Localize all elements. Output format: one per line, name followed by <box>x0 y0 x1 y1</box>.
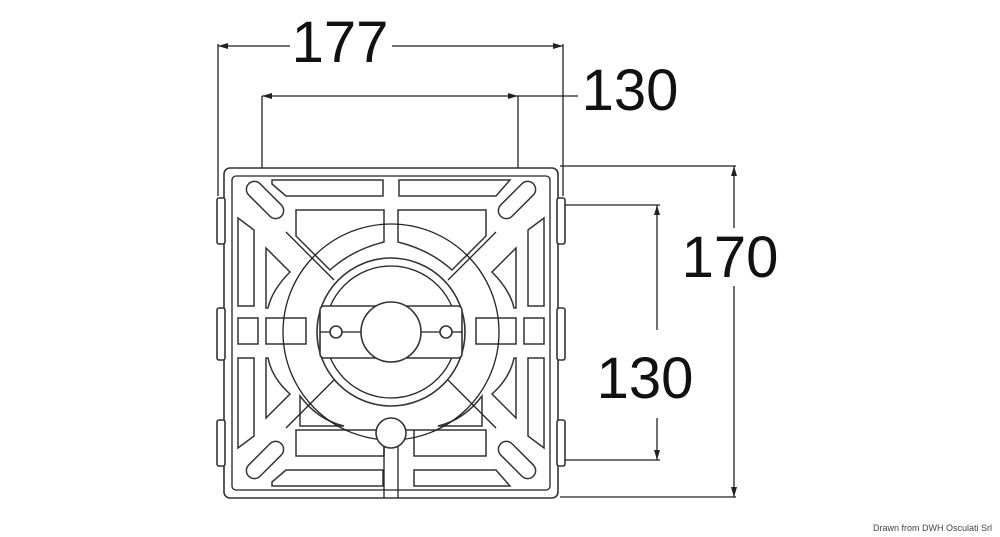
top-slots <box>271 179 512 197</box>
hole-spacing-vertical-label: 130 <box>597 346 694 411</box>
drawing-credit: Drawn from DWH Osculati Srl <box>872 523 992 533</box>
bottom-slots <box>271 469 512 487</box>
overall-width-label: 177 <box>292 10 389 75</box>
dimension-hole-spacing-horizontal: 130 <box>261 58 679 200</box>
hub-center-hole <box>360 301 422 363</box>
inner-grid <box>237 209 545 457</box>
clamp-bolt-left <box>329 325 343 339</box>
right-slots <box>527 216 545 450</box>
overall-height-label: 170 <box>682 225 779 290</box>
dimension-overall-height: 170 <box>560 165 779 498</box>
plate-inner-outline <box>231 175 551 491</box>
dimension-hole-spacing-vertical: 130 <box>540 204 694 461</box>
dimension-overall-width: 177 <box>217 10 564 196</box>
clamp-bolt-right <box>439 325 453 339</box>
drain-boss <box>375 417 407 498</box>
left-slots <box>237 216 255 450</box>
base-plate <box>216 167 566 499</box>
side-notches <box>216 197 566 467</box>
central-hub <box>316 257 466 407</box>
corner-mounting-slots <box>245 180 537 480</box>
hole-spacing-horizontal-label: 130 <box>582 58 679 123</box>
